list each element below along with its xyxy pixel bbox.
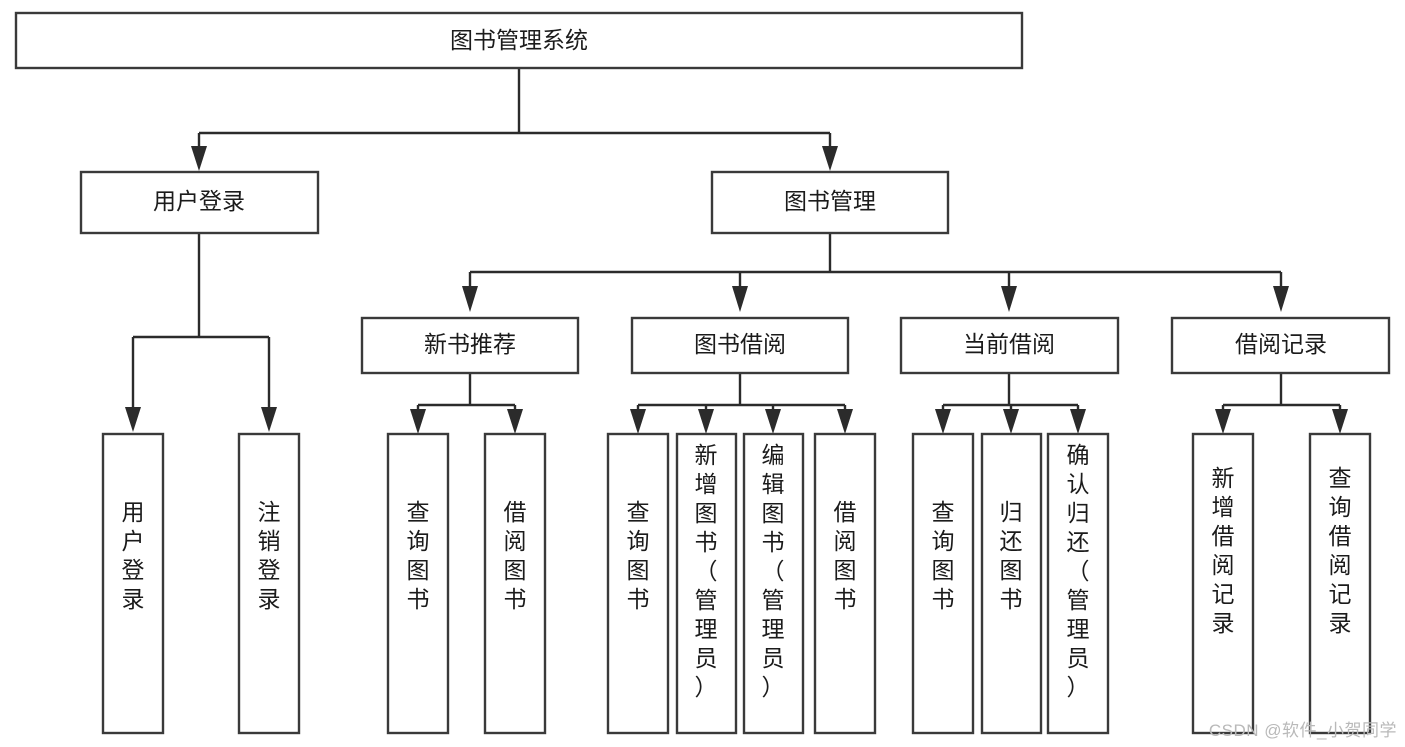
node-leaf-query-record-box[interactable] <box>1308 432 1372 735</box>
node-user-login-label: 用户登录 <box>153 188 245 214</box>
node-leaf-add-book[interactable]: 新增图书（管理员） <box>675 432 738 735</box>
node-user-login-box[interactable] <box>79 170 320 235</box>
node-leaf-query-book-1[interactable]: 查询图书 <box>386 432 450 735</box>
arrow-br-to-leaf-2 <box>1332 409 1348 434</box>
node-leaf-logout-login[interactable]: 注销登录 <box>237 432 301 735</box>
node-leaf-edit-book[interactable]: 编辑图书（管理员） <box>742 432 805 735</box>
arrow-nbr-to-leaf-2 <box>507 409 523 434</box>
node-leaf-confirm-return-box[interactable] <box>1046 432 1110 735</box>
arrow-bm-to-new-book <box>462 286 478 312</box>
node-current-borrow[interactable]: 当前借阅 <box>899 316 1120 375</box>
arrow-bb-to-leaf-2 <box>698 409 714 434</box>
node-leaf-confirm-return[interactable]: 确认归还（管理员） <box>1046 432 1110 735</box>
arrow-root-to-user-login <box>191 146 207 171</box>
node-book-borrow[interactable]: 图书借阅 <box>630 316 850 375</box>
arrow-cb-to-leaf-3 <box>1070 409 1086 434</box>
connector-group-current-borrow <box>935 373 1086 434</box>
node-leaf-query-book-3[interactable]: 查询图书 <box>911 432 975 735</box>
node-leaf-query-book-1-box[interactable] <box>386 432 450 735</box>
node-current-borrow-box[interactable] <box>899 316 1120 375</box>
node-borrow-record-label: 借阅记录 <box>1235 331 1327 357</box>
arrow-bm-to-book-borrow <box>732 286 748 312</box>
arrow-root-to-book-management <box>822 146 838 171</box>
node-leaf-logout-login-label: 注销登录 <box>258 499 281 612</box>
connector-group-book-borrow <box>630 373 853 434</box>
node-leaf-query-book-3-box[interactable] <box>911 432 975 735</box>
node-leaf-user-login[interactable]: 用户登录 <box>101 432 165 735</box>
arrow-bm-to-current-borrow <box>1001 286 1017 312</box>
node-user-login[interactable]: 用户登录 <box>79 170 320 235</box>
node-leaf-add-book-label: 新增图书（管理员） <box>695 442 718 700</box>
node-leaf-query-record-label: 查询借阅记录 <box>1329 465 1352 636</box>
node-leaf-user-login-box[interactable] <box>101 432 165 735</box>
node-leaf-query-book-2-box[interactable] <box>606 432 670 735</box>
arrow-cb-to-leaf-2 <box>1003 409 1019 434</box>
node-leaf-return-book-box[interactable] <box>980 432 1043 735</box>
node-leaf-add-record-label: 新增借阅记录 <box>1212 465 1235 636</box>
arrow-bb-to-leaf-1 <box>630 409 646 434</box>
node-book-management-box[interactable] <box>710 170 950 235</box>
csdn-watermark: CSDN @软件_小贺同学 <box>1208 721 1397 740</box>
node-leaf-logout-login-box[interactable] <box>237 432 301 735</box>
node-leaf-query-book-1-label: 查询图书 <box>407 499 430 612</box>
connector-group-borrow-record <box>1215 373 1348 434</box>
node-leaf-edit-book-box[interactable] <box>742 432 805 735</box>
node-root[interactable]: 图书管理系统 <box>14 11 1024 70</box>
node-new-book-recommend-box[interactable] <box>360 316 580 375</box>
node-leaf-query-record[interactable]: 查询借阅记录 <box>1308 432 1372 735</box>
node-leaf-query-book-3-label: 查询图书 <box>932 499 955 612</box>
node-current-borrow-label: 当前借阅 <box>963 331 1055 357</box>
node-leaf-borrow-book-1-box[interactable] <box>483 432 547 735</box>
node-leaf-return-book[interactable]: 归还图书 <box>980 432 1043 735</box>
arrow-nbr-to-leaf-1 <box>410 409 426 434</box>
node-leaf-add-book-box[interactable] <box>675 432 738 735</box>
connector-group-user-login <box>125 233 277 432</box>
node-leaf-confirm-return-label: 确认归还（管理员） <box>1067 442 1090 700</box>
node-book-borrow-box[interactable] <box>630 316 850 375</box>
node-book-management[interactable]: 图书管理 <box>710 170 950 235</box>
arrow-user-login-to-leaf-2 <box>261 407 277 432</box>
node-leaf-borrow-book-1[interactable]: 借阅图书 <box>483 432 547 735</box>
connector-group-new-book-recommend <box>410 373 523 434</box>
node-leaf-borrow-book-2[interactable]: 借阅图书 <box>813 432 877 735</box>
node-leaf-borrow-book-1-label: 借阅图书 <box>504 499 527 612</box>
connector-group-root <box>191 68 838 171</box>
node-leaf-borrow-book-2-label: 借阅图书 <box>834 499 857 612</box>
node-leaf-add-record-box[interactable] <box>1191 432 1255 735</box>
node-leaf-user-login-label: 用户登录 <box>122 499 145 612</box>
node-borrow-record-box[interactable] <box>1170 316 1391 375</box>
arrow-br-to-leaf-1 <box>1215 409 1231 434</box>
arrow-bm-to-borrow-record <box>1273 286 1289 312</box>
node-new-book-recommend[interactable]: 新书推荐 <box>360 316 580 375</box>
arrow-cb-to-leaf-1 <box>935 409 951 434</box>
node-leaf-add-record[interactable]: 新增借阅记录 <box>1191 432 1255 735</box>
node-book-borrow-label: 图书借阅 <box>694 331 786 357</box>
node-leaf-borrow-book-2-box[interactable] <box>813 432 877 735</box>
node-leaf-edit-book-label: 编辑图书（管理员） <box>762 442 785 700</box>
node-leaf-query-book-2[interactable]: 查询图书 <box>606 432 670 735</box>
arrow-user-login-to-leaf-1 <box>125 407 141 432</box>
arrow-bb-to-leaf-4 <box>837 409 853 434</box>
connector-group-book-management <box>462 233 1289 312</box>
node-new-book-recommend-label: 新书推荐 <box>424 331 516 357</box>
node-root-box[interactable] <box>14 11 1024 70</box>
node-borrow-record[interactable]: 借阅记录 <box>1170 316 1391 375</box>
node-book-management-label: 图书管理 <box>784 188 876 214</box>
arrow-bb-to-leaf-3 <box>765 409 781 434</box>
node-leaf-return-book-label: 归还图书 <box>1000 499 1023 612</box>
node-root-label: 图书管理系统 <box>450 27 588 53</box>
node-leaf-query-book-2-label: 查询图书 <box>627 499 650 612</box>
